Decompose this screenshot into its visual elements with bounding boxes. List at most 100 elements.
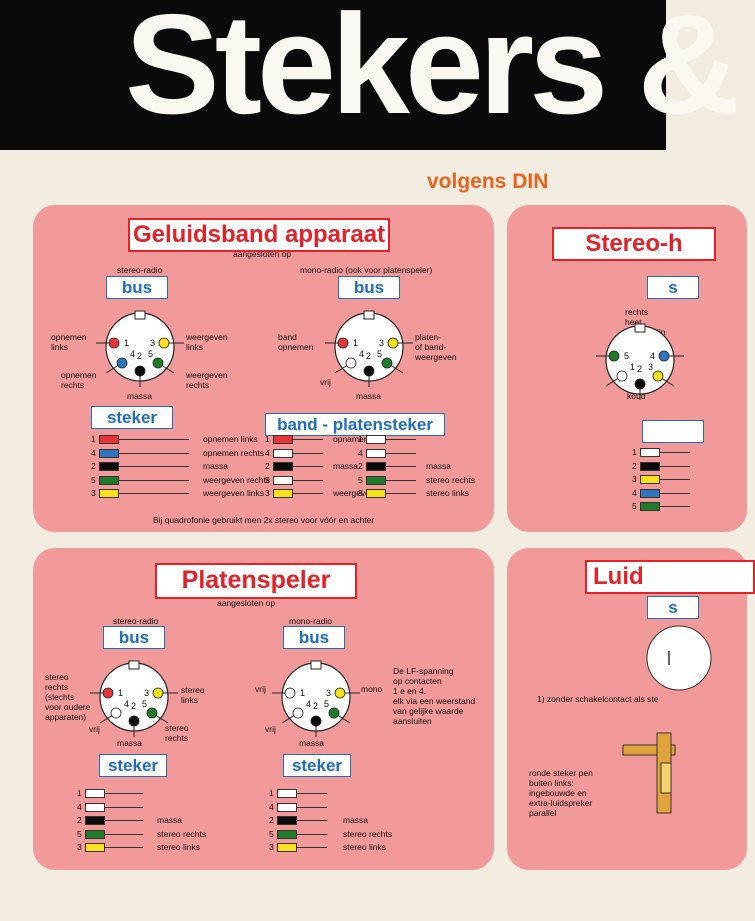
wire-line [105,820,143,822]
socket-pin [152,687,164,699]
pin-number: 3 [326,688,331,698]
wire-line [297,847,327,849]
wire-color-swatch [99,489,119,499]
label-massa: massa [117,738,143,748]
wire-color-swatch [640,488,660,498]
band-steker-label: band - platensteker [265,413,445,436]
label-vrij: vrij [265,724,276,734]
pin-number: 5 [265,474,270,485]
subtitle: volgens DIN [427,170,549,193]
socket-pin [345,357,357,369]
quadro-note: Bij quadrofonie gebruikt men 2x stereo v… [153,515,375,525]
pin-number: 4 [632,487,637,498]
socket-pin [634,378,646,390]
socket-pin [387,337,399,349]
steker-label: steker [91,406,173,429]
pin-number: 4 [269,801,274,812]
pin-number: 1 [265,434,270,444]
pin-number: 4 [91,447,96,458]
wire-line [297,833,327,835]
pin-number: 1 [118,688,123,698]
bus-label: bus [283,626,345,649]
pin-number: 2 [313,701,318,711]
din-socket-partial [646,625,712,691]
wire-label: massa [157,815,183,826]
pin-number: 3 [150,338,155,348]
label-platen-weergeven: platen- of band- weergeven [415,332,457,362]
source-label: mono-radio (ook voor platenspeler) [300,265,433,275]
wire-line [119,479,189,481]
wire-label: stereo rechts [426,474,476,485]
wire-color-swatch [85,802,105,812]
pin-number: 3 [144,688,149,698]
socket-pin [337,337,349,349]
pin-number: 2 [137,351,142,361]
wire-label: massa [426,461,452,472]
steker-label: steker [283,754,351,777]
label-opnemen-links: opnemen links [51,332,87,352]
pin-number: 2 [358,461,363,472]
wire-line [293,466,323,468]
wire-line [293,452,323,454]
socket-pin [616,370,628,382]
panel-title: Stereo-h [552,227,716,261]
panel-platenspeler: Platenspeler aangesloten op stereo-radio… [33,548,494,870]
socket-pin [334,687,346,699]
wire-line [660,452,690,453]
wire-line [297,806,327,808]
wire-line [386,479,416,481]
panel-title: Geluidsband apparaat [128,218,390,252]
bus-label: bus [106,276,168,299]
label-vrij: vrij [320,377,331,387]
wire-line [660,465,690,467]
wire-line [119,466,189,468]
wire-line [119,452,189,454]
pin-number: 5 [91,474,96,485]
wire-line [293,479,323,481]
label-band-opnemen: band opnemen [278,332,314,352]
wire-color-swatch [640,448,660,457]
source-label: stereo-radio [113,616,159,626]
wire-line [297,793,327,794]
pin-number: 5 [324,699,329,709]
pin-number: 5 [148,349,153,359]
label-vrij-left: vrij [255,684,266,694]
wire-line [105,847,143,849]
socket-pin [128,715,140,727]
source-label: mono-radio [289,616,332,626]
wire-label: massa [333,461,359,472]
wire-color-swatch [366,435,386,444]
pin-number: 2 [632,460,637,471]
label-mono: mono [361,684,383,694]
pin-number: 3 [632,474,637,485]
pin-number: 4 [124,699,129,709]
label-weergeven-links: weergeven links [186,332,228,352]
wire-label: stereo links [343,842,386,853]
socket-pin [328,707,340,719]
wire-label: stereo rechts [157,828,207,839]
socket-pin [652,370,664,382]
wire-label: weergeven links [203,488,264,499]
wire-color-swatch [273,435,293,444]
pin-number: 5 [77,828,82,839]
connected-label: aangesloten op [217,598,276,608]
label-stereo-rechts: stereo rechts [165,723,189,743]
socket-pin [152,357,164,369]
footnote: 1) zonder schakelcontact als ste [537,694,659,704]
wire-line [105,793,143,794]
panel-geluidsband: Geluidsband apparaat aangesloten op ster… [33,205,494,532]
pin-number: 1 [632,447,637,457]
socket-pin [108,337,120,349]
wire-line [293,439,323,440]
label-opnemen-rechts: opnemen rechts [61,370,97,390]
pin-number: 3 [91,488,96,499]
wire-label: stereo links [426,488,469,499]
wire-line [660,492,690,494]
pin-number: 3 [77,842,82,853]
pin-number: 5 [269,828,274,839]
wire-color-swatch [273,475,293,485]
label-massa: massa [299,738,325,748]
